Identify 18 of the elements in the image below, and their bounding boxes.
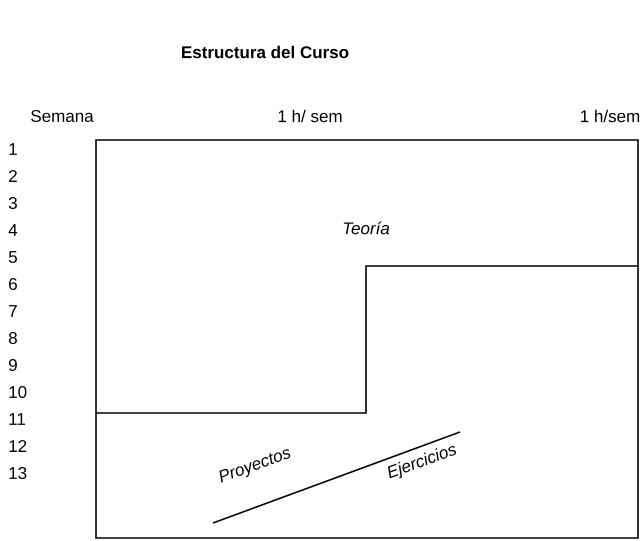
week-number: 5	[8, 251, 17, 263]
week-number: 3	[8, 196, 17, 210]
week-number: 10	[10, 386, 26, 398]
week-number: 2	[9, 170, 17, 182]
week-number: 11	[10, 413, 26, 425]
week-number: 4	[8, 224, 18, 236]
week-number: 6	[9, 278, 17, 290]
column-header: Semana	[31, 110, 94, 122]
week-number: 8	[8, 332, 17, 344]
column-header: 1 h/ sem	[278, 110, 342, 122]
column-header: 1 h/sem	[581, 110, 640, 122]
week-number: 12	[10, 440, 26, 452]
week-number: 13	[10, 466, 26, 480]
week-number: 9	[9, 358, 17, 372]
week-number: 7	[9, 305, 17, 317]
title: Estructura del Curso	[182, 46, 348, 58]
region-label: Teoría	[344, 222, 390, 234]
week-number: 1	[10, 143, 17, 155]
